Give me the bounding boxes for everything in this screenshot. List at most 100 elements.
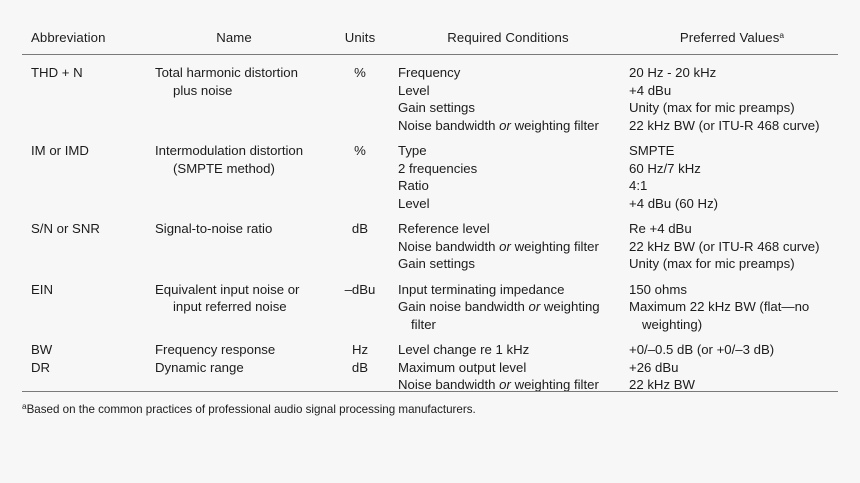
- condition-line: Level: [398, 82, 626, 100]
- condition-line: Level change re 1 kHz: [398, 341, 626, 359]
- table-header: Abbreviation Name Units Required Conditi…: [22, 30, 838, 55]
- column-header-name: Name: [216, 30, 252, 45]
- table-row: THD + N Total harmonic distortion plus noi…: [22, 55, 838, 135]
- condition-text: Noise bandwidth: [398, 117, 500, 133]
- cell-units: Hz: [351, 342, 369, 357]
- condition-text: Reference level: [398, 221, 490, 236]
- condition-line: Type: [398, 142, 626, 160]
- value-line: Maximum 22 kHz BW (flat—no: [629, 299, 810, 314]
- column-header-preferred-values: Preferred Valuesa: [626, 30, 838, 55]
- condition-text: Type: [398, 143, 427, 158]
- condition-line: filter: [398, 316, 626, 334]
- table-row: BW Frequency response Hz Level change re 1 …: [22, 333, 838, 359]
- value-line: 4:1: [629, 178, 648, 193]
- value-line: Unity (max for mic preamps): [629, 100, 795, 115]
- condition-text-tail: weighting filter: [510, 238, 599, 254]
- condition-text: filter: [411, 316, 436, 332]
- audio-spec-table: Abbreviation Name Units Required Conditi…: [22, 30, 838, 394]
- condition-line: Reference level: [398, 220, 626, 238]
- condition-emphasis: or: [499, 117, 511, 133]
- cell-units: %: [354, 65, 366, 80]
- value-line: Re +4 dBu: [629, 221, 692, 236]
- condition-line: Ratio: [398, 177, 626, 195]
- condition-line: Gain settings: [398, 99, 626, 117]
- name-line: plus noise: [173, 82, 233, 98]
- cell-abbreviation: DR: [31, 359, 51, 375]
- cell-abbreviation: IM or IMD: [31, 143, 89, 158]
- column-header-required-conditions: Required Conditions: [447, 30, 569, 45]
- cell-name: Intermodulation distortion (SMPTE method): [138, 134, 330, 212]
- table-bottom-rule: [22, 391, 838, 392]
- cell-name: Total harmonic distortion plus noise: [138, 55, 330, 135]
- name-line: Signal-to-noise ratio: [155, 221, 273, 236]
- footnote-marker: a: [22, 402, 27, 412]
- condition-text: Noise bandwidth: [398, 238, 500, 254]
- cell-name: Dynamic range: [138, 359, 330, 394]
- cell-name: Frequency response: [138, 333, 330, 359]
- value-line: Unity (max for mic preamps): [629, 256, 795, 271]
- cell-abbreviation: BW: [31, 342, 53, 357]
- condition-text-tail: weighting filter: [510, 377, 599, 392]
- value-line: +26 dBu: [629, 359, 679, 375]
- condition-line: Input terminating impedance: [398, 281, 626, 299]
- cell-name: Equivalent input noise or input referred …: [138, 273, 330, 334]
- condition-line: Gain noise bandwidth or weighting: [398, 298, 626, 316]
- value-line: SMPTE: [629, 143, 675, 158]
- footnote-text: Based on the common practices of profess…: [26, 403, 476, 416]
- name-line: (SMPTE method): [173, 160, 275, 176]
- condition-text-tail: weighting: [540, 299, 600, 314]
- column-header-preferred-values-text: Preferred Values: [679, 30, 780, 45]
- value-line: 150 ohms: [629, 281, 687, 297]
- cell-units: –dBu: [344, 281, 376, 297]
- name-line: Total harmonic distortion: [155, 65, 298, 80]
- condition-text: Ratio: [398, 178, 429, 193]
- cell-units: dB: [351, 359, 369, 375]
- condition-text-tail: weighting filter: [510, 117, 599, 133]
- condition-text: Level: [398, 195, 430, 211]
- condition-line: Gain settings: [398, 255, 626, 273]
- condition-line: 2 frequencies: [398, 160, 626, 178]
- condition-text: Gain settings: [398, 256, 475, 271]
- footnote-marker-header: a: [779, 29, 785, 40]
- condition-text: Frequency: [398, 65, 461, 80]
- value-line: +4 dBu (60 Hz): [629, 195, 719, 211]
- name-line: Intermodulation distortion: [155, 143, 304, 158]
- spec-table-container: Abbreviation Name Units Required Conditi…: [22, 30, 838, 394]
- value-line: 22 kHz BW (or ITU-R 468 curve): [629, 117, 820, 133]
- cell-name: Signal-to-noise ratio: [138, 212, 330, 273]
- name-line: Equivalent input noise or: [155, 281, 300, 297]
- cell-preferred-values: SMPTE 60 Hz/7 kHz 4:1 +4 dBu (60 Hz): [626, 134, 838, 212]
- name-line: Frequency response: [155, 342, 276, 357]
- header-row: Abbreviation Name Units Required Conditi…: [22, 30, 838, 55]
- table-row: EIN Equivalent input noise or input referr…: [22, 273, 838, 334]
- condition-text: Level change re 1 kHz: [398, 342, 530, 357]
- table-body: THD + N Total harmonic distortion plus noi…: [22, 55, 838, 394]
- condition-emphasis: or: [499, 377, 511, 392]
- name-line: input referred noise: [173, 299, 287, 314]
- condition-line: Frequency: [398, 64, 626, 82]
- cell-abbreviation: EIN: [31, 281, 53, 297]
- condition-line: Noise bandwidth or weighting filter: [398, 117, 626, 135]
- cell-preferred-values: +0/–0.5 dB (or +0/–3 dB): [626, 333, 838, 359]
- cell-abbreviation: THD + N: [31, 65, 83, 80]
- cell-units: %: [354, 143, 366, 158]
- condition-text: Gain settings: [398, 100, 475, 115]
- condition-text: Noise bandwidth: [398, 377, 500, 392]
- column-header-units: Units: [344, 30, 376, 45]
- condition-line: Noise bandwidth or weighting filter: [398, 238, 626, 256]
- value-line: 22 kHz BW: [629, 377, 695, 392]
- value-line: 60 Hz/7 kHz: [629, 160, 701, 176]
- cell-units: dB: [351, 221, 369, 236]
- condition-text: Maximum output level: [398, 359, 527, 375]
- condition-text: 2 frequencies: [398, 160, 478, 176]
- condition-text: Input terminating impedance: [398, 281, 565, 297]
- table-row: IM or IMD Intermodulation distortion (SMPT…: [22, 134, 838, 212]
